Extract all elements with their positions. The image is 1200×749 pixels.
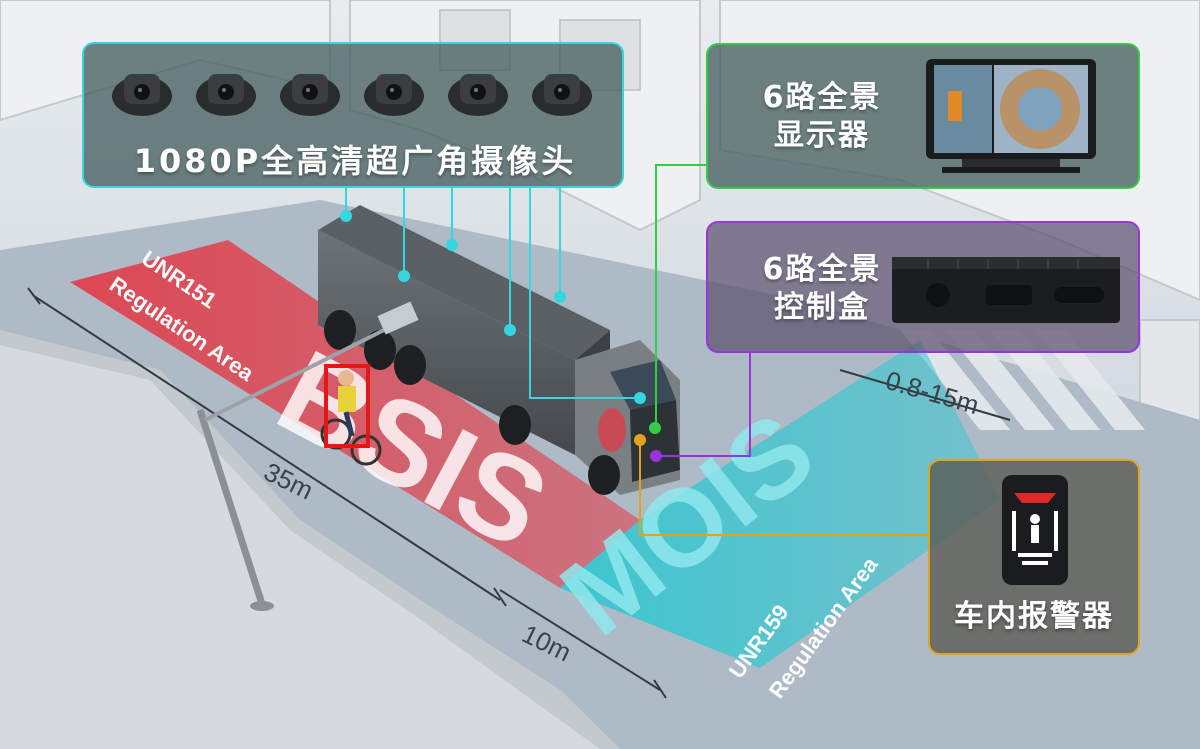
control-connector-line (656, 353, 751, 457)
control-box-panel: 6路全景 控制盒 (706, 221, 1140, 353)
display-panel-title: 6路全景 显示器 (732, 79, 912, 155)
alarm-panel-title: 车内报警器 (954, 599, 1114, 634)
traffic-light-pole (196, 301, 419, 611)
camera-icon (532, 74, 592, 116)
alarm-panel: 车内报警器 (928, 459, 1140, 655)
camera-icon (448, 74, 508, 116)
camera-panel-title: 1080P全高清超广角摄像头 (133, 142, 577, 180)
display-panel: 6路全景 显示器 (706, 43, 1140, 189)
control-box-image (892, 257, 1120, 323)
camera-panel: 1080P全高清超广角摄像头 (82, 42, 624, 188)
cyclist-detection-box (324, 364, 370, 448)
camera-row (106, 68, 606, 124)
alarm-device-image (1002, 475, 1068, 585)
display-title-line1: 6路全景 (762, 80, 882, 115)
bsis-zone (70, 240, 640, 588)
display-title-line2: 显示器 (774, 118, 870, 153)
camera-icon (364, 74, 424, 116)
alarm-connector-line (639, 440, 928, 536)
crosswalk (900, 330, 1145, 430)
monitor-image (926, 59, 1096, 173)
dimension-lines (27, 287, 1011, 699)
truck (318, 205, 680, 495)
display-connector-line (655, 164, 706, 428)
control-box-title-line1: 6路全景 (762, 252, 882, 287)
camera-icon (280, 74, 340, 116)
camera-icon (112, 74, 172, 116)
camera-icon (196, 74, 256, 116)
control-box-title: 6路全景 控制盒 (732, 251, 912, 327)
camera-connector-lines (345, 188, 640, 399)
control-box-title-line2: 控制盒 (774, 290, 870, 325)
mois-zone (560, 340, 1000, 668)
